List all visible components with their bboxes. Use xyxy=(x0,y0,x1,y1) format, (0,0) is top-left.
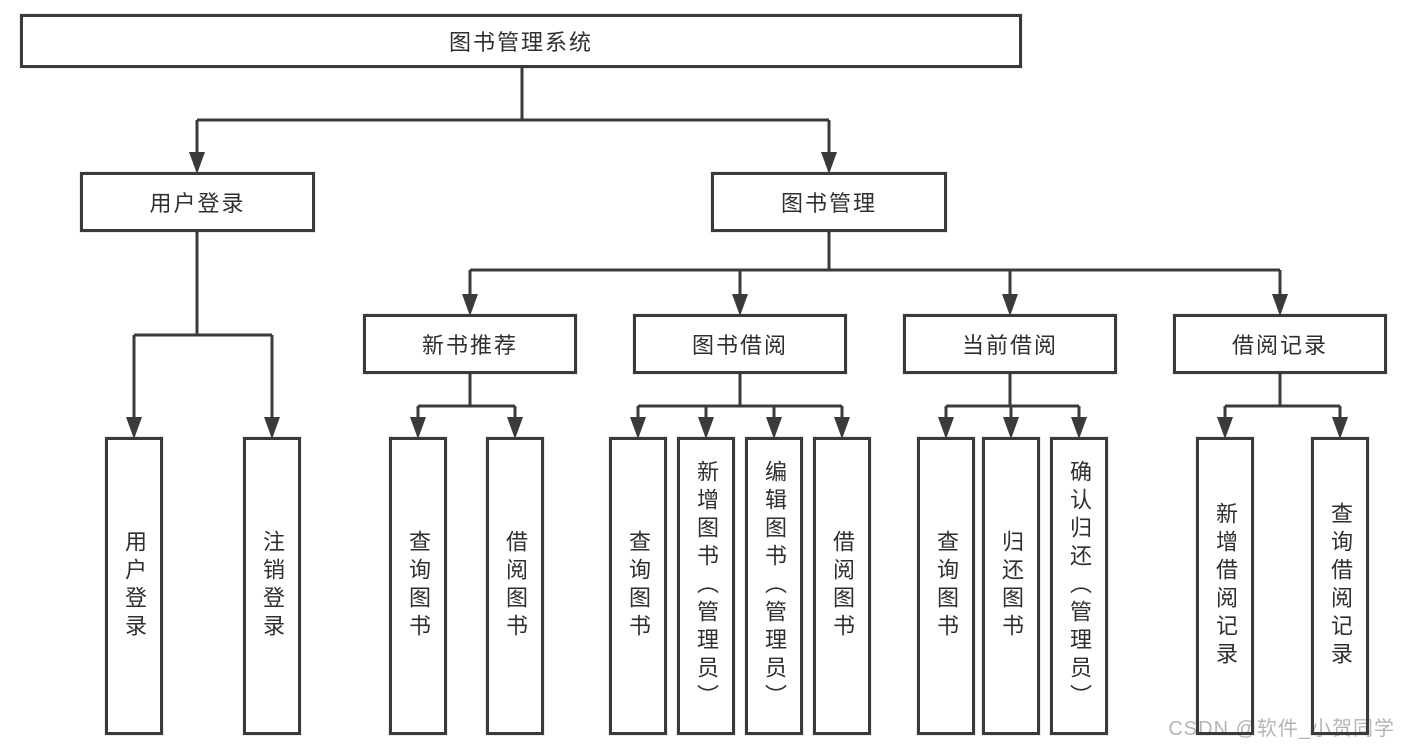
node-book-management: 图书管理 xyxy=(711,172,947,232)
node-new-book-recommend-label: 新书推荐 xyxy=(421,333,518,358)
leaf-add-book-admin-label: 新增图书（管理员） xyxy=(694,460,719,712)
node-library-system-label: 图书管理系统 xyxy=(448,30,593,55)
leaf-query-books-2: 查询图书 xyxy=(609,437,667,735)
leaf-query-books-2-label: 查询图书 xyxy=(626,530,651,642)
leaf-query-borrow-record: 查询借阅记录 xyxy=(1311,437,1369,735)
node-user-login: 用户登录 xyxy=(80,172,315,232)
leaf-user-login-label: 用户登录 xyxy=(122,530,147,642)
leaf-confirm-return-admin-label: 确认归还（管理员） xyxy=(1067,460,1092,712)
leaf-borrow-books-1: 借阅图书 xyxy=(486,437,544,735)
csdn-watermark: CSDN @软件_小贺同学 xyxy=(1168,718,1395,740)
leaf-query-books-3-label: 查询图书 xyxy=(934,530,959,642)
node-user-login-label: 用户登录 xyxy=(149,191,246,216)
leaf-query-books-1: 查询图书 xyxy=(389,437,447,735)
leaf-query-books-1-label: 查询图书 xyxy=(406,530,431,642)
leaf-confirm-return-admin: 确认归还（管理员） xyxy=(1050,437,1108,735)
leaf-add-borrow-record: 新增借阅记录 xyxy=(1196,437,1254,735)
leaf-user-login: 用户登录 xyxy=(105,437,163,735)
leaf-add-borrow-record-label: 新增借阅记录 xyxy=(1213,502,1238,670)
leaf-return-books-label: 归还图书 xyxy=(999,530,1024,642)
node-borrowing-records: 借阅记录 xyxy=(1173,314,1387,374)
leaf-logout-label: 注销登录 xyxy=(260,530,285,642)
leaf-return-books: 归还图书 xyxy=(982,437,1040,735)
leaf-borrow-books-1-label: 借阅图书 xyxy=(503,530,528,642)
leaf-edit-book-admin: 编辑图书（管理员） xyxy=(745,437,803,735)
leaf-query-books-3: 查询图书 xyxy=(917,437,975,735)
leaf-query-borrow-record-label: 查询借阅记录 xyxy=(1328,502,1353,670)
node-library-system: 图书管理系统 xyxy=(20,14,1022,68)
leaf-edit-book-admin-label: 编辑图书（管理员） xyxy=(762,460,787,712)
node-current-borrowing: 当前借阅 xyxy=(903,314,1117,374)
arrowheads xyxy=(126,152,1348,439)
node-book-management-label: 图书管理 xyxy=(780,191,877,216)
node-book-borrowing-label: 图书借阅 xyxy=(691,333,788,358)
leaf-borrow-books-2: 借阅图书 xyxy=(813,437,871,735)
node-book-borrowing: 图书借阅 xyxy=(633,314,847,374)
leaf-add-book-admin: 新增图书（管理员） xyxy=(677,437,735,735)
leaf-borrow-books-2-label: 借阅图书 xyxy=(830,530,855,642)
node-new-book-recommend: 新书推荐 xyxy=(363,314,577,374)
leaf-logout: 注销登录 xyxy=(243,437,301,735)
node-current-borrowing-label: 当前借阅 xyxy=(961,333,1058,358)
node-borrowing-records-label: 借阅记录 xyxy=(1231,333,1328,358)
